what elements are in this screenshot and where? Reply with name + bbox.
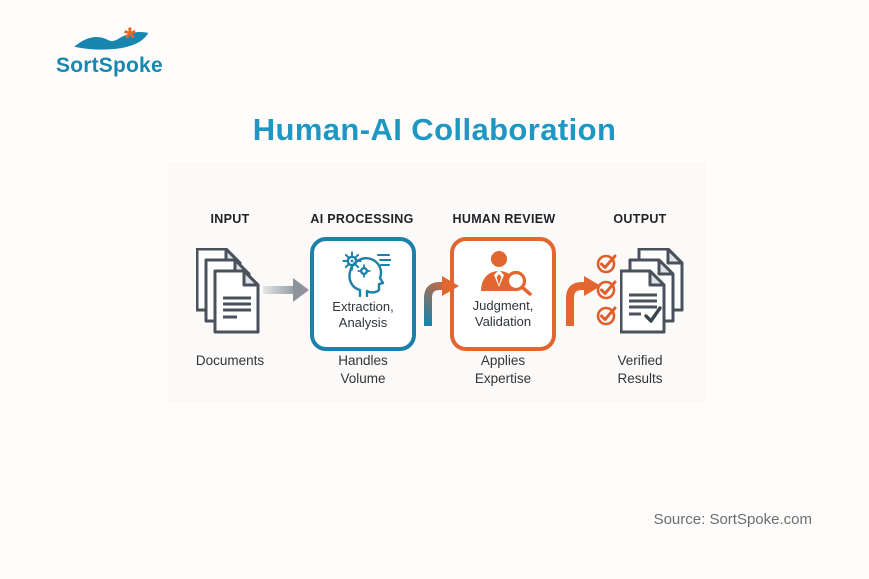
curved-arrow-orange-icon: [566, 276, 601, 326]
check-circle-icon: [596, 306, 617, 326]
check-circles: [596, 252, 618, 326]
gray-arrow-right-icon: [263, 278, 309, 302]
verified-documents-icon: [620, 248, 684, 334]
stage-header-output: OUTPUT: [613, 212, 667, 226]
check-circle-icon: [596, 254, 617, 274]
sortspoke-swoosh-icon: [74, 31, 149, 50]
caption-verified-results: Verified Results: [617, 353, 663, 386]
human-review-box: Judgment, Validation: [450, 237, 556, 351]
caption-applies-expertise: Applies Expertise: [474, 353, 532, 386]
ai-processing-box: Extraction, Analysis: [310, 237, 416, 351]
asterisk-icon: *: [124, 22, 136, 55]
documents-stack-icon: [196, 248, 260, 334]
check-circle-icon: [596, 280, 617, 300]
human-box-label: Judgment, Validation: [472, 298, 534, 330]
stage-header-ai-processing: AI PROCESSING: [310, 212, 414, 226]
sortspoke-logo: * SortSpoke: [46, 16, 186, 82]
ai-box-label: Extraction, Analysis: [332, 299, 394, 331]
person-magnifier-icon: [481, 251, 532, 296]
caption-documents: Documents: [195, 353, 265, 368]
curved-arrow-teal-orange-icon: [424, 276, 459, 326]
page-title: Human-AI Collaboration: [252, 112, 617, 147]
ai-head-icon: [342, 251, 391, 297]
stage-header-human-review: HUMAN REVIEW: [452, 212, 556, 226]
source-attribution: Source: SortSpoke.com: [653, 511, 812, 528]
stage-header-input: INPUT: [210, 212, 250, 226]
logo-wordmark: SortSpoke: [56, 54, 163, 77]
diagram-panel: INPUT AI PROCESSING HUMAN REVIEW OUTPUT: [168, 162, 706, 402]
caption-handles-volume: Handles Volume: [338, 353, 388, 386]
